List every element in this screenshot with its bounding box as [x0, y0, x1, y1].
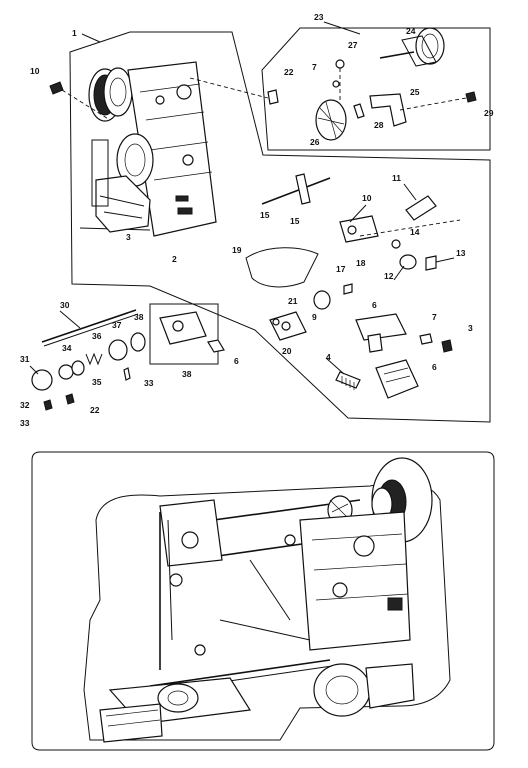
callout-34: 34: [62, 343, 72, 353]
callout-10: 10: [30, 66, 40, 76]
shaft-30: [41, 309, 139, 347]
callout-10: 10: [362, 193, 372, 203]
callout-15: 15: [260, 210, 270, 220]
callout-1: 1: [72, 28, 77, 38]
callout-24: 24: [406, 26, 416, 36]
callout-6: 6: [234, 356, 239, 366]
callout-3: 3: [468, 323, 473, 333]
callout-6: 6: [372, 300, 377, 310]
callout-6: 6: [432, 362, 437, 372]
screw-10: [49, 81, 111, 121]
callout-3: 3: [126, 232, 131, 242]
callout-17: 17: [336, 264, 346, 274]
parts-20-21-9: [269, 311, 307, 341]
callout-labels: 1 2 3 3 4 6 6 6 7 7 9 10 10 11 12 13 14 …: [20, 12, 494, 428]
sewing-machine-body: [83, 457, 451, 743]
callout-13: 13: [456, 248, 466, 258]
callout-25: 25: [410, 87, 420, 97]
callout-27: 27: [348, 40, 358, 50]
screw-22: [189, 77, 279, 105]
callout-38: 38: [134, 312, 144, 322]
callout-33: 33: [20, 418, 30, 428]
leader-lines: [29, 21, 455, 375]
callout-38: 38: [182, 369, 192, 379]
callout-14: 14: [410, 227, 420, 237]
bushings-31-37: [31, 332, 146, 411]
motor-frame-assembly: [88, 61, 217, 237]
callout-9: 9: [312, 312, 317, 322]
callout-2: 2: [172, 254, 177, 264]
callout-11: 11: [392, 173, 401, 183]
callout-26: 26: [310, 137, 320, 147]
callout-22: 22: [90, 405, 100, 415]
callout-29: 29: [484, 108, 494, 118]
callout-37: 37: [112, 320, 122, 330]
callout-18: 18: [356, 258, 366, 268]
shaft-15: [261, 173, 331, 205]
machine-view-frame: [31, 451, 495, 751]
plate-6: [355, 313, 407, 353]
tension-unit-10: [339, 215, 379, 243]
parts-17-18: [313, 283, 353, 310]
callout-7: 7: [312, 62, 317, 72]
screw-7-3: [419, 333, 453, 353]
parts-12-13: [399, 254, 437, 271]
callout-31: 31: [20, 354, 30, 364]
lever-11: [405, 195, 437, 221]
callout-28: 28: [374, 120, 384, 130]
callout-19: 19: [232, 245, 242, 255]
handwheel-assembly-23: [315, 27, 477, 141]
callout-15: 15: [290, 216, 300, 226]
callout-30: 30: [60, 300, 70, 310]
callout-12: 12: [384, 271, 394, 281]
pin-14: [359, 219, 461, 249]
callout-23: 23: [314, 12, 324, 22]
callout-4: 4: [326, 352, 331, 362]
callout-33: 33: [144, 378, 154, 388]
callout-20: 20: [282, 346, 292, 356]
callout-21: 21: [288, 296, 298, 306]
spring-19: [245, 247, 319, 288]
callout-22: 22: [284, 67, 294, 77]
callout-36: 36: [92, 331, 102, 341]
callout-32: 32: [20, 400, 30, 410]
bracket-38: [149, 303, 225, 365]
callout-7: 7: [432, 312, 437, 322]
callout-35: 35: [92, 377, 102, 387]
foot-6-4: [335, 359, 419, 399]
